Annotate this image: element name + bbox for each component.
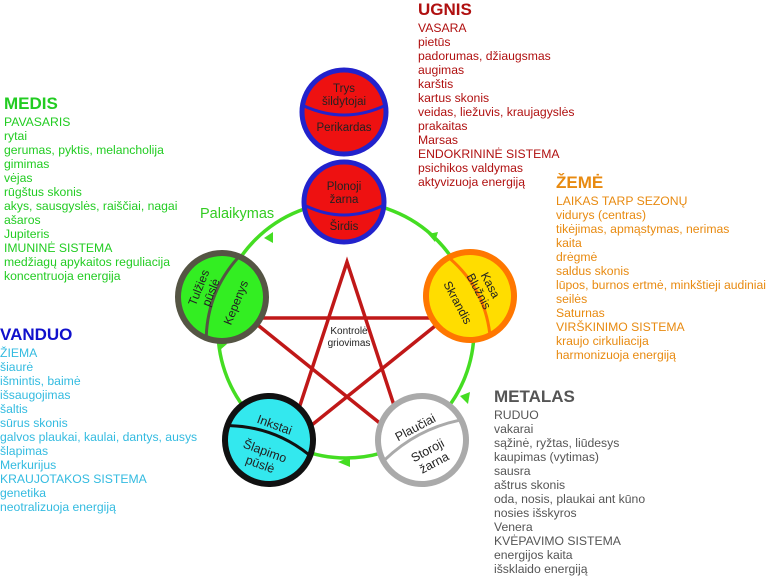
text-line: aktyvizuoja energiją bbox=[418, 175, 526, 189]
text-line: KRAUJOTAKOS SISTEMA bbox=[0, 472, 147, 486]
text-line: oda, nosis, plaukai ant kūno bbox=[494, 492, 646, 506]
support-label: Palaikymas bbox=[200, 206, 274, 222]
text-line: Jupiteris bbox=[4, 227, 50, 241]
text-line: VIRŠKINIMO SISTEMA bbox=[556, 320, 685, 334]
fire-organ-circle: Plonoji žarna Širdis bbox=[301, 159, 387, 245]
text-line: šaltis bbox=[0, 402, 28, 416]
text-line: saldus skonis bbox=[556, 264, 630, 278]
text-line: gerumas, pyktis, melancholija bbox=[4, 143, 164, 157]
text-line: augimas bbox=[418, 63, 465, 77]
text-line: Merkurijus bbox=[0, 458, 57, 472]
control-label-2: griovimas bbox=[328, 338, 371, 349]
svg-text:šildytojai: šildytojai bbox=[322, 96, 366, 108]
text-line: tikėjimas, apmąstymas, nerimas bbox=[556, 222, 730, 236]
text-line: vėjas bbox=[4, 171, 33, 185]
text-line: išsaugojimas bbox=[0, 388, 71, 402]
text-line: energijos kaita bbox=[494, 548, 573, 562]
text-line: sausra bbox=[494, 464, 531, 478]
text-line: akys, sausgyslės, raiščiai, nagai bbox=[4, 199, 178, 213]
text-line: ašaros bbox=[4, 213, 41, 227]
text-line: aštrus skonis bbox=[494, 478, 566, 492]
text-line: lūpos, burnos ertmė, minkštieji audiniai bbox=[556, 278, 766, 292]
text-line: kartus skonis bbox=[418, 91, 490, 105]
support-arrow-1 bbox=[428, 232, 438, 242]
text-line: galvos plaukai, kaulai, dantys, ausys bbox=[0, 430, 198, 444]
text-line: LAIKAS TARP SEZONŲ bbox=[556, 194, 688, 208]
text-line: neotralizuoja energiją bbox=[0, 500, 116, 514]
earth-organ-circle: Kasa Blužnis Skrandis bbox=[423, 249, 517, 343]
zeme-title: ŽEMĖ bbox=[556, 173, 604, 192]
metal-organ-circle: Plaučiai Storoji žarna bbox=[375, 393, 469, 487]
text-line: medžiagų apykaitos reguliacija bbox=[4, 255, 170, 269]
text-line: psichikos valdymas bbox=[418, 161, 523, 175]
text-line: drėgmė bbox=[556, 250, 598, 264]
vanduo-title: VANDUO bbox=[0, 325, 73, 344]
text-line: KVĖPAVIMO SISTEMA bbox=[494, 534, 621, 548]
support-arrow-3 bbox=[338, 457, 350, 467]
fire-top-organ-circle: Trys šildytojai Perikardas bbox=[299, 67, 389, 157]
text-line: sąžinė, ryžtas, liūdesys bbox=[494, 436, 620, 450]
text-line: gimimas bbox=[4, 157, 50, 171]
text-line: išsklaido energiją bbox=[494, 562, 588, 576]
medis-title: MEDIS bbox=[4, 94, 58, 113]
text-line: kaupimas (vytimas) bbox=[494, 450, 599, 464]
text-line: Saturnas bbox=[556, 306, 605, 320]
text-line: prakaitas bbox=[418, 119, 468, 133]
svg-text:žarna: žarna bbox=[330, 194, 359, 206]
text-line: harmonizuoja energiją bbox=[556, 348, 676, 362]
support-arrow-2 bbox=[460, 392, 470, 404]
text-line: genetika bbox=[0, 486, 47, 500]
text-line: seilės bbox=[556, 292, 588, 306]
text-line: pietūs bbox=[418, 35, 451, 49]
support-arrow-5 bbox=[264, 232, 273, 243]
text-line: rūgštus skonis bbox=[4, 185, 82, 199]
svg-text:Širdis: Širdis bbox=[330, 220, 359, 233]
text-line: šlapimas bbox=[0, 444, 49, 458]
svg-text:Trys: Trys bbox=[333, 83, 355, 95]
text-line: vakarai bbox=[494, 422, 534, 436]
text-line: ENDOKRININĖ SISTEMA bbox=[418, 147, 560, 161]
text-line: vidurys (centras) bbox=[556, 208, 647, 222]
text-line: padorumas, džiaugsmas bbox=[418, 49, 551, 63]
text-line: šiaurė bbox=[0, 360, 34, 374]
text-line: išmintis, baimė bbox=[0, 374, 81, 388]
text-line: karštis bbox=[418, 77, 454, 91]
text-line: koncentruoja energija bbox=[4, 269, 121, 283]
ugnis-title: UGNIS bbox=[418, 0, 472, 19]
text-line: kaita bbox=[556, 236, 582, 250]
svg-text:Perikardas: Perikardas bbox=[317, 122, 372, 134]
text-line: Venera bbox=[494, 520, 533, 534]
water-organ-circle: Inkstai Šlapimo pūslė bbox=[222, 393, 316, 487]
text-line: ŽIEMA bbox=[0, 346, 38, 360]
wood-organ-circle: Tulžies pūslė Kepenys bbox=[175, 250, 269, 344]
control-label-1: Kontrolė bbox=[330, 326, 368, 337]
text-line: PAVASARIS bbox=[4, 115, 71, 129]
text-line: rytai bbox=[4, 129, 28, 143]
text-line: IMUNINĖ SISTEMA bbox=[4, 241, 113, 255]
text-line: veidas, liežuvis, kraujagyslės bbox=[418, 105, 575, 119]
svg-text:Plonoji: Plonoji bbox=[327, 181, 362, 193]
metalas-title: METALAS bbox=[494, 387, 575, 406]
text-line: nosies išskyros bbox=[494, 506, 577, 520]
text-line: sūrus skonis bbox=[0, 416, 68, 430]
text-line: Marsas bbox=[418, 133, 458, 147]
text-line: kraujo cirkuliacija bbox=[556, 334, 649, 348]
text-line: VASARA bbox=[418, 21, 467, 35]
text-line: RUDUO bbox=[494, 408, 539, 422]
